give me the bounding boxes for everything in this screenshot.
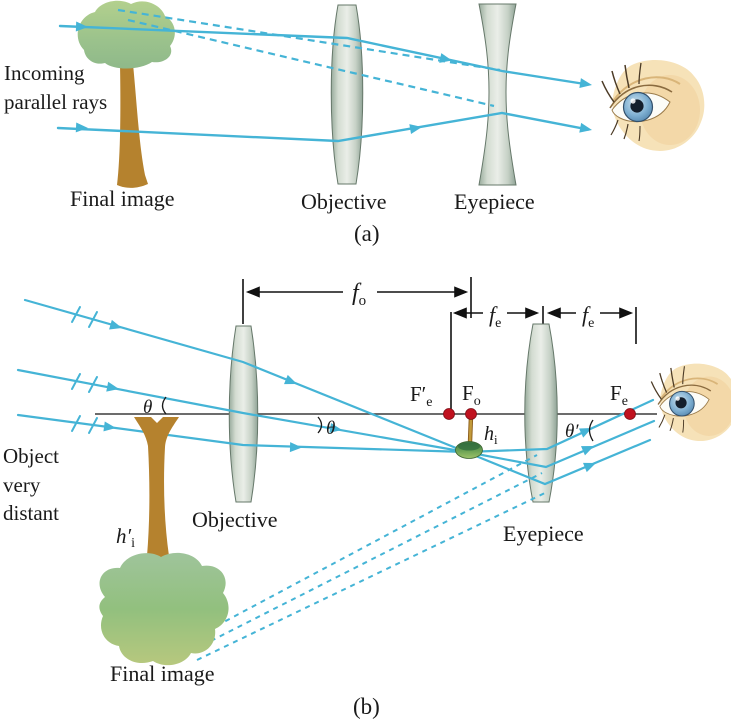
hi-label: hi	[484, 423, 498, 447]
fe-dimension-label-1: fe	[489, 302, 501, 331]
hi-prime-label: h′i	[116, 524, 135, 551]
ray-break-marks	[71, 306, 98, 434]
theta-label-1: θ	[143, 397, 152, 418]
virtual-rays-b	[189, 454, 548, 661]
object-distant-label-line3: distant	[3, 501, 59, 525]
objective-label-b: Objective	[192, 507, 278, 532]
final-image-label-a: Final image	[70, 186, 174, 211]
final-image-label-b: Final image	[110, 661, 214, 686]
panel-b: Object very distant Objective Eyepiece F…	[3, 277, 731, 719]
intermediate-image-tree	[455, 415, 483, 459]
objective-lens-a	[330, 4, 364, 185]
tree-canopy-a	[77, 0, 175, 69]
object-distant-label-line1: Object	[3, 444, 59, 468]
incoming-rays-label-line2: parallel rays	[4, 90, 107, 114]
theta-label-2: θ	[326, 418, 335, 439]
dashed-ray-a1	[117, 8, 501, 72]
final-image-tree-a	[77, 0, 175, 188]
dimension-lines	[242, 277, 637, 409]
tree-trunk-b	[134, 417, 179, 571]
final-image-tree-b	[99, 417, 229, 666]
ray-a-top	[58, 24, 590, 86]
ray-b-mid	[16, 368, 656, 469]
tree-trunk-a	[111, 42, 148, 188]
Fo-label: Fo	[462, 381, 481, 409]
focal-point-dots	[443, 408, 636, 420]
eyepiece-lens-a	[478, 3, 517, 186]
incoming-rays-label-line1: Incoming	[4, 61, 85, 85]
caption-a: (a)	[354, 221, 380, 246]
dashed-ray-a2	[127, 18, 495, 108]
Fe-label: Fe	[610, 381, 628, 409]
eye-a	[601, 58, 706, 152]
fe-dimension-label-2: fe	[582, 302, 594, 331]
focal-dot-Fe-prime	[443, 408, 455, 420]
eyepiece-label-b: Eyepiece	[503, 521, 584, 546]
panel-a: Incoming parallel rays Final image Objec…	[4, 0, 706, 246]
eyepiece-lens-b	[524, 323, 558, 503]
ray-arrowheads-b	[103, 319, 596, 473]
theta-prime-label: θ′	[565, 421, 579, 442]
virtual-rays-a	[117, 8, 501, 108]
eyepiece-label-a: Eyepiece	[454, 189, 535, 214]
focal-dot-Fe	[624, 408, 636, 420]
tree-canopy-b	[99, 552, 229, 666]
fo-dimension-label: fo	[352, 280, 366, 309]
ray-arrowheads-a	[75, 21, 592, 134]
Fe-prime-label: F′e	[410, 382, 433, 410]
focal-dot-Fo	[465, 408, 477, 420]
eye-b	[650, 362, 731, 442]
objective-label-a: Objective	[301, 189, 387, 214]
object-distant-label-line2: very	[3, 473, 41, 497]
caption-b: (b)	[353, 694, 380, 719]
angle-arcs	[161, 396, 594, 442]
